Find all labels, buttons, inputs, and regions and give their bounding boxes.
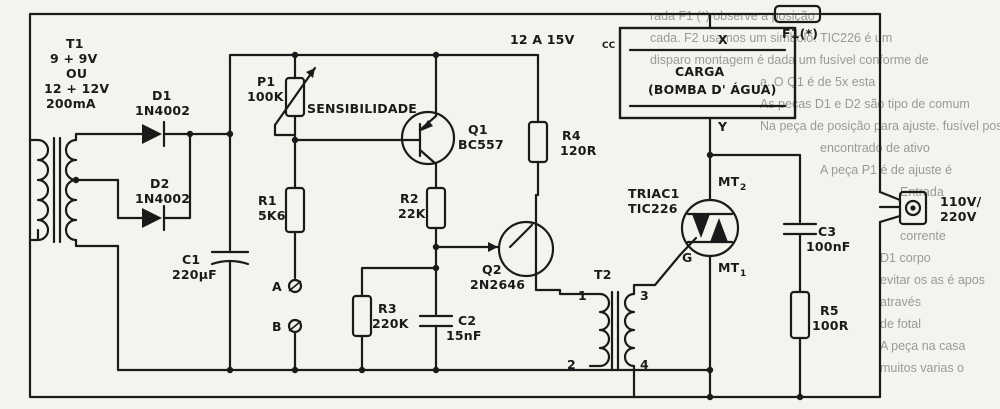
d2-part: 1N4002: [135, 191, 190, 206]
bg-line: de fotal: [880, 317, 921, 331]
t1-ou: OU: [66, 66, 87, 81]
t2-pin3: 3: [640, 288, 649, 303]
terminal-b: B: [272, 319, 282, 334]
t1-v2: 12 + 12V: [44, 81, 109, 96]
c3-name: C3: [818, 224, 836, 239]
q1-name: Q1: [468, 122, 488, 137]
outer-wiring: [28, 12, 902, 399]
r4-value: 120R: [560, 143, 597, 158]
resistor-r2: R2 22K: [398, 186, 447, 272]
t1-name: T1: [66, 36, 84, 51]
supply-label: 12 A 15V: [510, 32, 575, 47]
diode-d1: D1 1N4002: [116, 88, 232, 148]
triac-name: TRIAC1: [628, 186, 680, 201]
load-y: Y: [717, 119, 728, 134]
capacitor-c1: C1 220µF: [172, 132, 250, 374]
q2-name: Q2: [482, 262, 502, 277]
c1-name: C1: [182, 252, 200, 267]
c2-name: C2: [458, 313, 476, 328]
bg-line: D1 corpo: [880, 251, 931, 265]
r3-name: R3: [378, 301, 397, 316]
triac-gate: G: [682, 250, 692, 265]
bg-line: cada. F2 usamos um simbolo. TIC226 é um: [650, 31, 892, 45]
bg-line: A peça P1 é de ajuste é: [820, 163, 952, 177]
q2-part: 2N2646: [470, 277, 525, 292]
fuse-f1: F1(*): [773, 4, 822, 41]
triac-mt1-sub: 1: [740, 269, 746, 279]
d1-part: 1N4002: [135, 103, 190, 118]
resistor-r5: R5 100R: [789, 290, 849, 401]
r3-value: 220K: [372, 316, 410, 331]
bg-line: As peças D1 e D2 são tipo de comum: [760, 97, 970, 111]
mains-plug: 110V/ 220V: [878, 190, 982, 226]
t2-pin2: 2: [567, 357, 576, 372]
potentiometer-p1: P1 100K SENSIBILIDADE: [247, 53, 417, 190]
r1-name: R1: [258, 193, 277, 208]
t2-name: T2: [594, 267, 612, 282]
c1-value: 220µF: [172, 267, 217, 282]
bg-line: a. O Q1 é de 5x esta: [760, 75, 875, 89]
bg-line: evitar os as é apos: [880, 273, 985, 287]
r5-value: 100R: [812, 318, 849, 333]
triac-mt1: MT: [718, 260, 740, 275]
bg-line: rada F1 (*) observe a posição: [650, 9, 815, 23]
q1-part: BC557: [458, 137, 504, 152]
r1-value: 5K6: [258, 208, 286, 223]
c3-value: 100nF: [806, 239, 851, 254]
bg-line: disparo montagem é dada um fusível confo…: [650, 53, 929, 67]
bg-line: através: [880, 295, 921, 309]
resistor-r3: R3 220K: [351, 266, 438, 374]
supply-sub: CC: [602, 41, 616, 51]
p1-label: SENSIBILIDADE: [307, 101, 417, 116]
resistor-r1: R1 5K6: [258, 186, 306, 280]
load-subtitle: (BOMBA D' ÁGUA): [648, 82, 777, 97]
r2-name: R2: [400, 191, 419, 206]
t2-pin1: 1: [578, 288, 587, 303]
r2-value: 22K: [398, 206, 427, 221]
bg-line: encontrado de ativo: [820, 141, 930, 155]
t1-v1: 9 + 9V: [50, 51, 98, 66]
p1-value: 100K: [247, 89, 285, 104]
transformer-t1: T1 9 + 9V OU 12 + 12V 200mA: [28, 36, 120, 248]
r4-name: R4: [562, 128, 581, 143]
transformer-t2: 1 2 3 4 T2: [567, 253, 682, 399]
diode-d2: D2 1N4002: [116, 130, 194, 232]
c2-value: 15nF: [446, 328, 482, 343]
triac-mt2-sub: 2: [740, 183, 746, 193]
plug-v2: 220V: [940, 209, 977, 224]
load-box: CARGA (BOMBA D' ÁGUA) X Y: [618, 12, 797, 202]
sensor-terminals: A B: [272, 278, 303, 374]
d1-name: D1: [152, 88, 171, 103]
d2-name: D2: [150, 176, 169, 191]
t1-current: 200mA: [46, 96, 96, 111]
t2-pin4: 4: [640, 357, 649, 372]
triac-mt2: MT: [718, 174, 740, 189]
bg-line: muitos varias o: [880, 361, 964, 375]
load-title: CARGA: [675, 64, 725, 79]
ground-rail: [116, 244, 712, 372]
capacitor-c2: C2 15nF: [418, 266, 482, 374]
capacitor-c3: C3 100nF: [708, 153, 851, 294]
bg-line: A peça na casa: [880, 339, 966, 353]
f1-name: F1(*): [782, 26, 818, 41]
triac: TRIAC1 TIC226 MT 2 MT 1 G: [628, 174, 746, 401]
resistor-r4: R4 120R: [527, 53, 597, 197]
bg-line: corrente: [900, 229, 946, 243]
transistor-q1: Q1 BC557: [400, 53, 504, 190]
r5-name: R5: [820, 303, 839, 318]
load-x: X: [718, 32, 728, 47]
triac-part: TIC226: [628, 201, 678, 216]
plug-v1: 110V/: [940, 194, 982, 209]
transistor-q2: Q2 2N2646: [434, 193, 592, 296]
p1-name: P1: [257, 74, 275, 89]
terminal-a: A: [272, 279, 282, 294]
